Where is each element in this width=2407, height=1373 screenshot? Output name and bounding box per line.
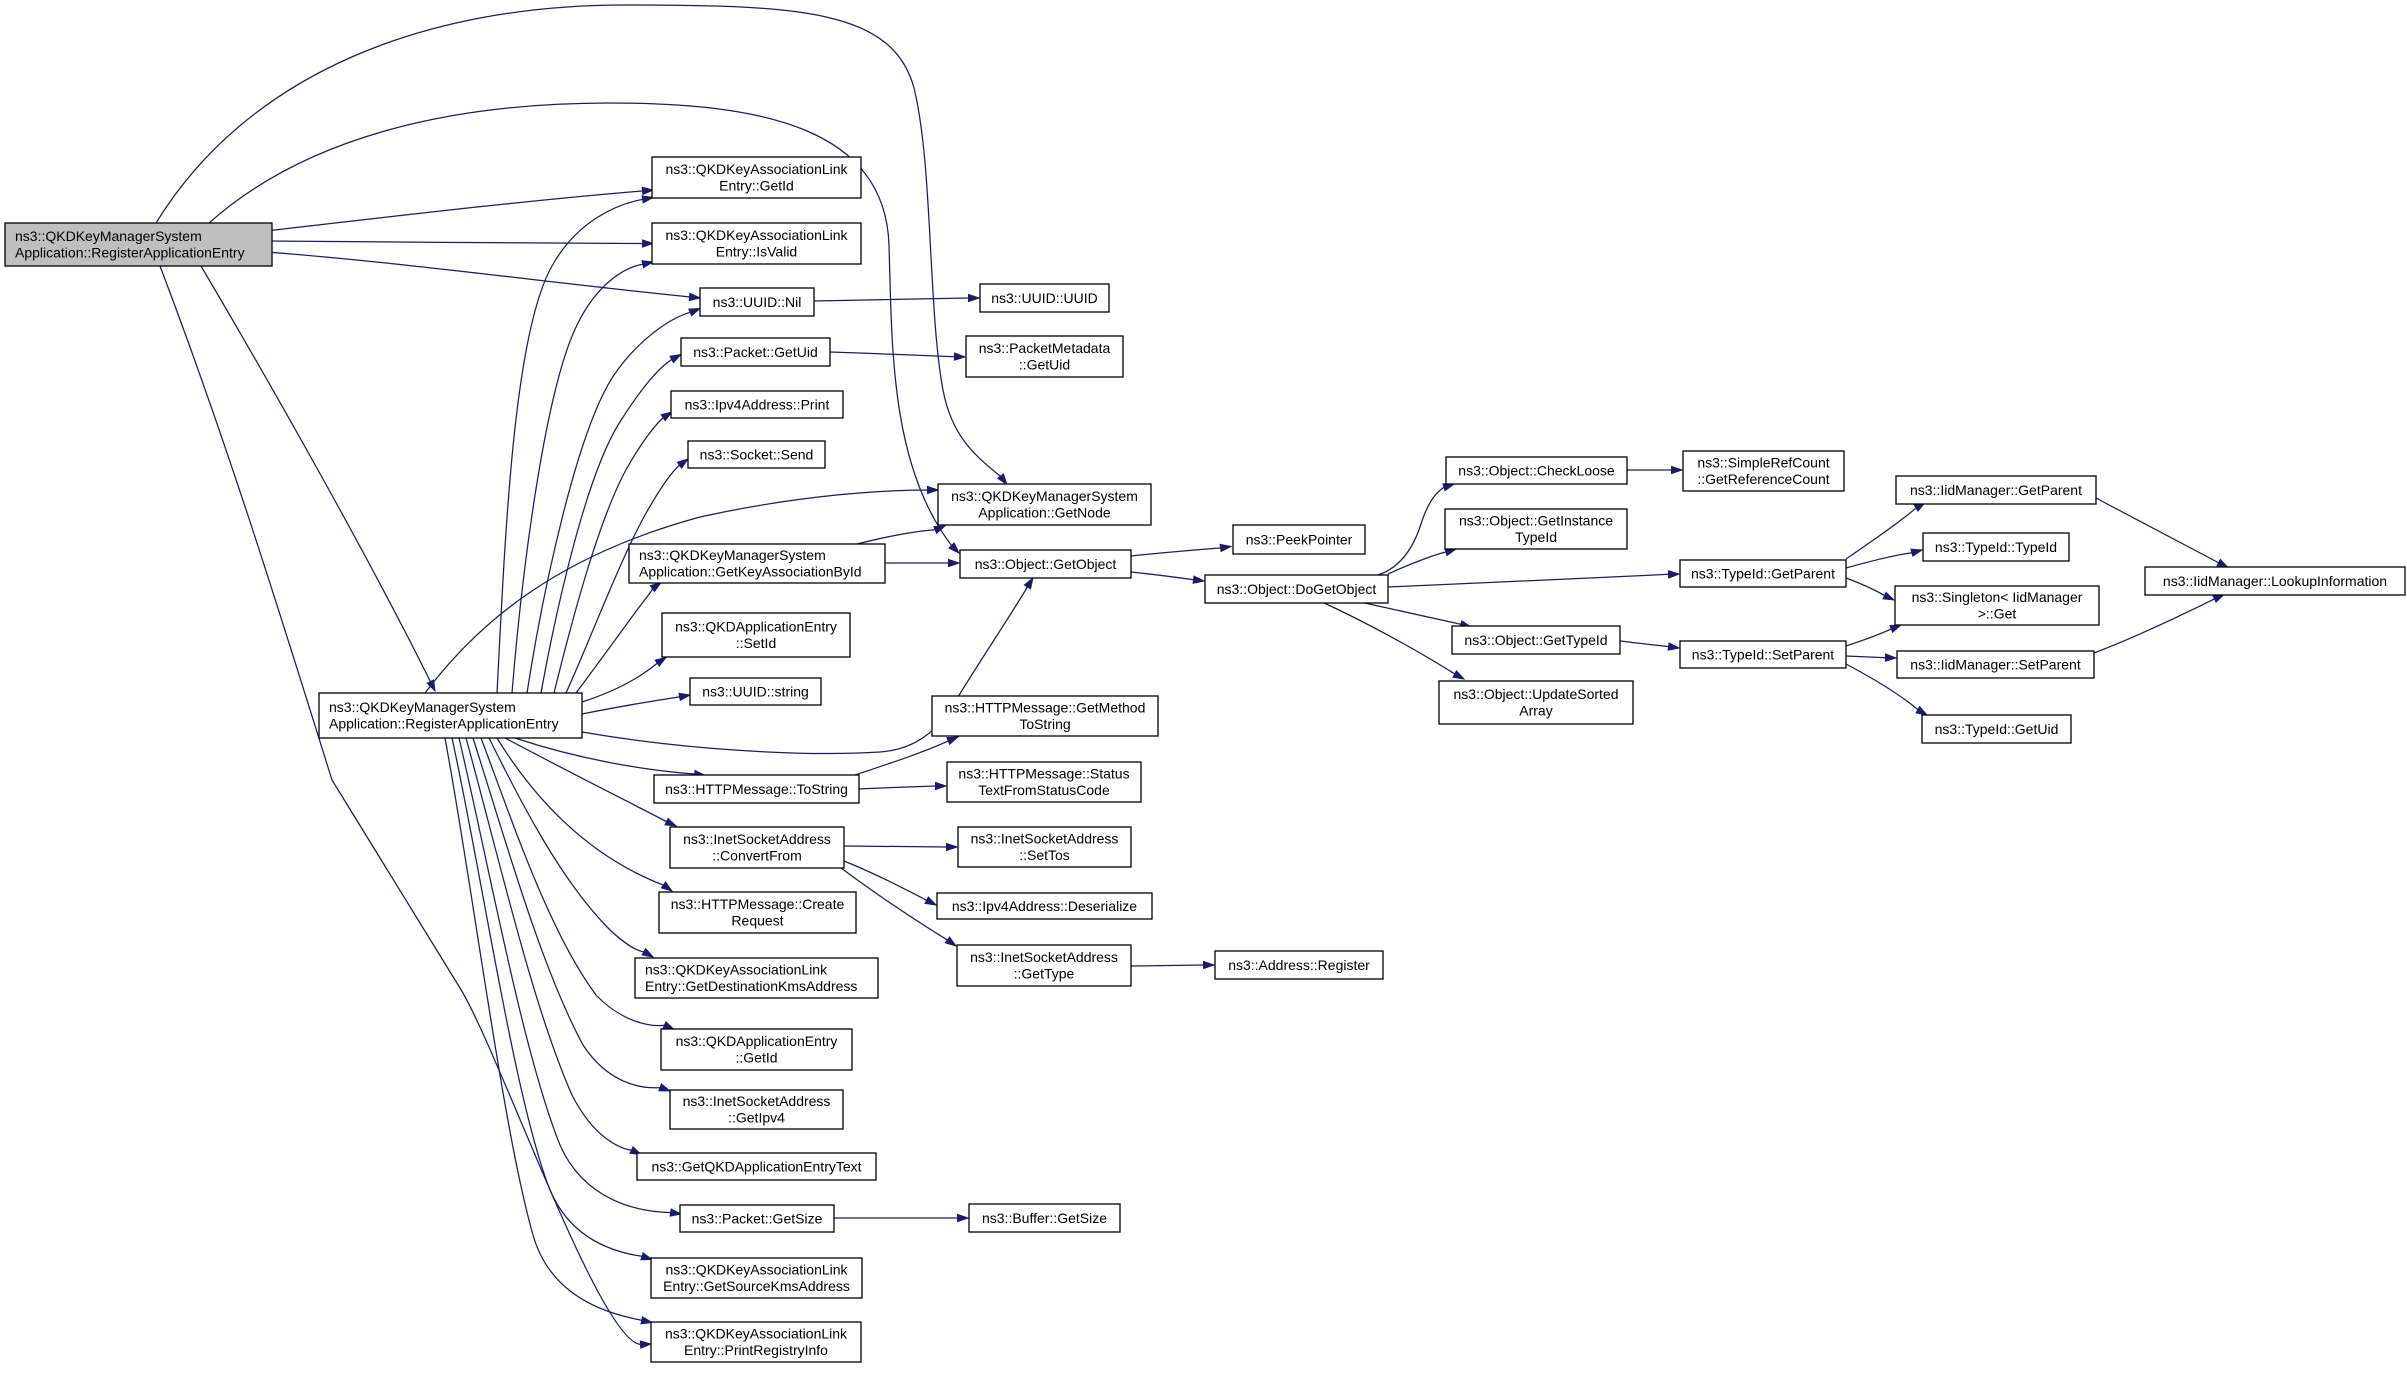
svg-text:ns3::QKDApplicationEntry: ns3::QKDApplicationEntry: [676, 1033, 838, 1049]
svg-text:Application::GetNode: Application::GetNode: [978, 505, 1111, 521]
svg-text:ns3::QKDKeyManagerSystem: ns3::QKDKeyManagerSystem: [951, 488, 1138, 504]
svg-text:::GetIpv4: ::GetIpv4: [728, 1110, 785, 1126]
svg-text:ns3::Ipv4Address::Deserialize: ns3::Ipv4Address::Deserialize: [952, 898, 1137, 914]
svg-text:ns3::QKDKeyAssociationLink: ns3::QKDKeyAssociationLink: [665, 161, 848, 177]
svg-text:Entry::IsValid: Entry::IsValid: [716, 244, 797, 260]
svg-text:::GetId: ::GetId: [735, 1050, 777, 1066]
svg-text:ns3::TypeId::TypeId: ns3::TypeId::TypeId: [1935, 539, 2057, 555]
svg-text:ToString: ToString: [1019, 716, 1070, 732]
svg-text:ns3::QKDApplicationEntry: ns3::QKDApplicationEntry: [675, 619, 837, 635]
svg-text:Request: Request: [731, 913, 783, 929]
svg-text:ns3::IidManager::GetParent: ns3::IidManager::GetParent: [1910, 482, 2082, 498]
svg-text:ns3::IidManager::LookupInforma: ns3::IidManager::LookupInformation: [2163, 573, 2387, 589]
svg-text:::GetUid: ::GetUid: [1019, 357, 1070, 373]
svg-text:ns3::TypeId::GetUid: ns3::TypeId::GetUid: [1935, 721, 2059, 737]
svg-text:ns3::UUID::string: ns3::UUID::string: [702, 684, 809, 700]
svg-text:ns3::Buffer::GetSize: ns3::Buffer::GetSize: [982, 1210, 1107, 1226]
svg-text:Application::GetKeyAssociation: Application::GetKeyAssociationById: [639, 564, 862, 580]
svg-text:ns3::InetSocketAddress: ns3::InetSocketAddress: [683, 1093, 831, 1109]
svg-text:Entry::GetSourceKmsAddress: Entry::GetSourceKmsAddress: [663, 1278, 850, 1294]
svg-text:ns3::QKDKeyAssociationLink: ns3::QKDKeyAssociationLink: [645, 962, 828, 978]
svg-text:ns3::Address::Register: ns3::Address::Register: [1228, 957, 1370, 973]
svg-text:ns3::HTTPMessage::Status: ns3::HTTPMessage::Status: [958, 766, 1129, 782]
svg-text:ns3::InetSocketAddress: ns3::InetSocketAddress: [683, 831, 831, 847]
svg-text:ns3::GetQKDApplicationEntryTex: ns3::GetQKDApplicationEntryText: [651, 1159, 861, 1175]
svg-text:ns3::Packet::GetSize: ns3::Packet::GetSize: [692, 1211, 823, 1227]
svg-text:TextFromStatusCode: TextFromStatusCode: [978, 782, 1110, 798]
svg-text:ns3::Packet::GetUid: ns3::Packet::GetUid: [693, 344, 818, 360]
svg-text:::SetTos: ::SetTos: [1019, 847, 1070, 863]
svg-text:ns3::IidManager::SetParent: ns3::IidManager::SetParent: [1910, 657, 2081, 673]
svg-text:ns3::TypeId::SetParent: ns3::TypeId::SetParent: [1692, 647, 1835, 663]
svg-text:ns3::Object::GetTypeId: ns3::Object::GetTypeId: [1464, 632, 1607, 648]
svg-text:Array: Array: [1519, 703, 1552, 719]
svg-text:Application::RegisterApplicati: Application::RegisterApplicationEntry: [329, 716, 559, 732]
svg-text:ns3::Singleton< IidManager: ns3::Singleton< IidManager: [1912, 589, 2083, 605]
svg-text:Application::RegisterApplicati: Application::RegisterApplicationEntry: [15, 245, 245, 261]
svg-text:ns3::InetSocketAddress: ns3::InetSocketAddress: [971, 831, 1119, 847]
svg-text:ns3::PeekPointer: ns3::PeekPointer: [1246, 532, 1353, 548]
svg-text:ns3::Socket::Send: ns3::Socket::Send: [700, 447, 814, 463]
svg-text:ns3::HTTPMessage::ToString: ns3::HTTPMessage::ToString: [665, 781, 848, 797]
svg-text:ns3::QKDKeyAssociationLink: ns3::QKDKeyAssociationLink: [665, 1262, 848, 1278]
svg-text:ns3::UUID::Nil: ns3::UUID::Nil: [713, 294, 802, 310]
svg-text:>::Get: >::Get: [1978, 606, 2017, 622]
svg-text:ns3::Object::GetInstance: ns3::Object::GetInstance: [1459, 513, 1613, 529]
svg-text:::GetReferenceCount: ::GetReferenceCount: [1697, 471, 1829, 487]
svg-text:Entry::PrintRegistryInfo: Entry::PrintRegistryInfo: [684, 1342, 828, 1358]
svg-text:::ConvertFrom: ::ConvertFrom: [712, 848, 801, 864]
svg-text:ns3::Object::CheckLoose: ns3::Object::CheckLoose: [1458, 463, 1615, 479]
svg-text:ns3::Ipv4Address::Print: ns3::Ipv4Address::Print: [685, 397, 830, 413]
svg-text:ns3::SimpleRefCount: ns3::SimpleRefCount: [1697, 455, 1829, 471]
svg-text:TypeId: TypeId: [1515, 529, 1557, 545]
svg-text:ns3::HTTPMessage::GetMethod: ns3::HTTPMessage::GetMethod: [945, 700, 1146, 716]
svg-text:::GetType: ::GetType: [1014, 966, 1075, 982]
svg-text:ns3::UUID::UUID: ns3::UUID::UUID: [991, 290, 1098, 306]
svg-text:::SetId: ::SetId: [736, 635, 776, 651]
svg-text:ns3::QKDKeyManagerSystem: ns3::QKDKeyManagerSystem: [15, 228, 202, 244]
svg-text:ns3::QKDKeyManagerSystem: ns3::QKDKeyManagerSystem: [639, 547, 826, 563]
svg-text:ns3::Object::GetObject: ns3::Object::GetObject: [975, 556, 1117, 572]
svg-text:ns3::QKDKeyAssociationLink: ns3::QKDKeyAssociationLink: [665, 1326, 848, 1342]
svg-text:ns3::Object::UpdateSorted: ns3::Object::UpdateSorted: [1454, 686, 1619, 702]
svg-text:ns3::Object::DoGetObject: ns3::Object::DoGetObject: [1217, 581, 1377, 597]
svg-text:ns3::HTTPMessage::Create: ns3::HTTPMessage::Create: [671, 896, 845, 912]
svg-text:ns3::QKDKeyManagerSystem: ns3::QKDKeyManagerSystem: [329, 699, 516, 715]
svg-text:ns3::InetSocketAddress: ns3::InetSocketAddress: [970, 949, 1118, 965]
svg-text:ns3::TypeId::GetParent: ns3::TypeId::GetParent: [1691, 566, 1835, 582]
svg-text:Entry::GetId: Entry::GetId: [719, 178, 794, 194]
svg-text:ns3::PacketMetadata: ns3::PacketMetadata: [979, 340, 1111, 356]
svg-text:Entry::GetDestinationKmsAddres: Entry::GetDestinationKmsAddress: [645, 978, 857, 994]
svg-text:ns3::QKDKeyAssociationLink: ns3::QKDKeyAssociationLink: [665, 227, 848, 243]
